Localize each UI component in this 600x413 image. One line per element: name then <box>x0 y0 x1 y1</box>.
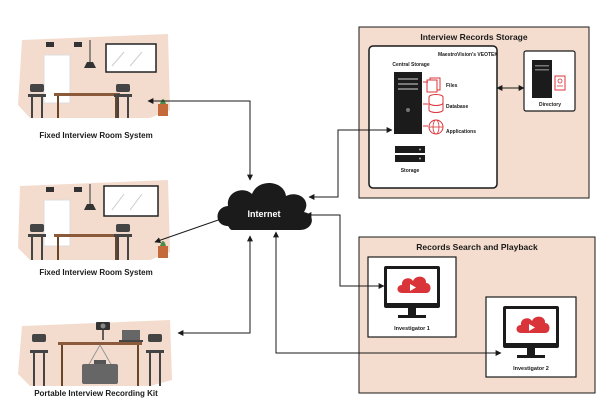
database-label: Database <box>446 104 468 110</box>
database-icon <box>428 94 444 113</box>
camera-icon <box>96 322 110 340</box>
central-storage-label: Central Storage <box>392 62 429 68</box>
internet-investigator-2-connector <box>273 231 502 356</box>
portable-kit: Portable Interview Recording Kit <box>18 320 172 398</box>
room-1-internet-connector <box>147 98 253 181</box>
internet-storage-connector <box>308 127 393 200</box>
investigator-1-label: Investigator 1 <box>394 326 430 332</box>
files-icon <box>426 77 441 93</box>
cloud-play-icon <box>516 316 550 333</box>
camera-icon <box>46 187 82 192</box>
directory-label: Directory <box>539 102 561 108</box>
server-title: MaestroVision's VEOTEK <box>438 52 498 58</box>
globe-icon <box>428 119 444 135</box>
storage-unit-icon <box>395 146 425 162</box>
cloud-icon <box>217 182 312 230</box>
portable-kit-label: Portable Interview Recording Kit <box>34 389 158 398</box>
lamp-icon <box>84 40 96 68</box>
directory-server-icon <box>532 60 566 98</box>
fixed-room-2: Fixed Interview Room System <box>18 180 170 277</box>
case-icon <box>82 360 118 384</box>
room-2-label: Fixed Interview Room System <box>39 268 152 277</box>
investigator-2-label: Investigator 2 <box>513 366 549 372</box>
internet-label: Internet <box>247 209 280 219</box>
storage-label: Storage <box>401 168 420 174</box>
server-tower-icon <box>394 72 422 134</box>
files-label: Files <box>446 83 458 89</box>
playback-panel-title: Records Search and Playback <box>416 242 538 252</box>
room-2-internet-connector <box>154 216 225 244</box>
server-box <box>368 45 498 189</box>
room-window <box>105 43 157 73</box>
applications-label: Applications <box>446 129 476 135</box>
lamp-icon <box>84 184 96 210</box>
storage-panel-title: Interview Records Storage <box>420 32 528 42</box>
connectors <box>147 98 502 356</box>
tripod-icon <box>87 344 113 367</box>
room-1-label: Fixed Interview Room System <box>39 131 152 140</box>
table-chairs-icon <box>28 84 132 118</box>
fixed-room-1: Fixed Interview Room System <box>18 34 170 140</box>
room-window <box>103 185 159 217</box>
camera-icon <box>46 42 82 47</box>
playback-panel: Records Search and Playback Investigator… <box>358 236 596 394</box>
laptop-icon <box>119 330 143 342</box>
table-chairs-icon <box>28 224 132 260</box>
internet-cloud: Internet <box>217 182 312 230</box>
storage-panel: Interview Records Storage MaestroVision'… <box>358 26 590 199</box>
table-chairs-icon <box>30 334 164 386</box>
kit-internet-connector <box>177 235 253 336</box>
